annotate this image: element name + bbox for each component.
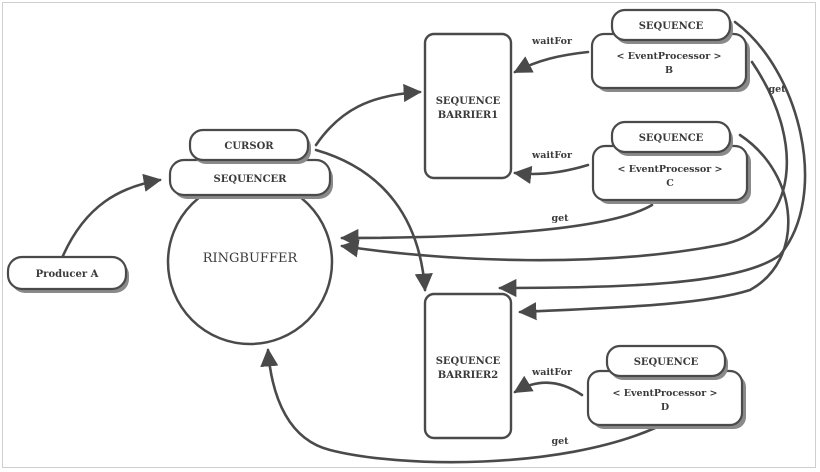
get-b-label: get [768, 84, 786, 95]
event-processor-b-node: < EventProcessor > B [590, 32, 750, 92]
producer-to-sequencer-arrow [60, 173, 162, 260]
get-c-label: get [551, 213, 569, 224]
b-get-ringbuffer-arrow [340, 60, 789, 262]
waitfor-b-label: waitFor [531, 36, 573, 47]
sequencer-node: SEQUENCER [168, 158, 333, 199]
producer-a-node: Producer A [6, 255, 129, 293]
cursor-to-barrier2-arrow [314, 148, 433, 292]
barrier1-line2: BARRIER1 [438, 110, 498, 121]
barrier2-line2: BARRIER2 [438, 370, 498, 381]
c-waitfor-barrier1-arrow [513, 163, 590, 184]
sequence-d-label: SEQUENCE [634, 357, 699, 368]
sequencer-label: SEQUENCER [214, 174, 288, 185]
c-get-ringbuffer-arrow [340, 203, 654, 248]
producer-label: Producer A [36, 269, 99, 280]
c-get-barrier2-arrow [518, 133, 790, 321]
event-processor-d-node: < EventProcessor > D [586, 369, 746, 429]
sequence-c-label: SEQUENCE [639, 133, 704, 144]
waitfor-d-label: waitFor [531, 367, 573, 378]
d-get-ringbuffer-arrow [260, 348, 657, 464]
get-d-label: get [551, 436, 569, 447]
sequence-c-node: SEQUENCE [610, 120, 733, 156]
sequence-d-node: SEQUENCE [605, 344, 728, 380]
sequence-barrier2-node: SEQUENCE BARRIER2 [423, 292, 513, 440]
ringbuffer-label: RINGBUFFER [203, 251, 299, 266]
waitfor-c-label: waitFor [531, 150, 573, 161]
barrier1-line1: SEQUENCE [436, 96, 501, 107]
ringbuffer-node: RINGBUFFER [166, 178, 334, 346]
cursor-node: CURSOR [188, 128, 311, 164]
sequence-b-node: SEQUENCE [610, 8, 733, 44]
sequence-b-label: SEQUENCE [639, 21, 704, 32]
processor-c-name: < EventProcessor > [618, 164, 723, 175]
processor-b-name: < EventProcessor > [617, 51, 722, 62]
barrier2-line1: SEQUENCE [436, 356, 501, 367]
processor-c-id: C [666, 178, 674, 189]
processor-d-id: D [661, 402, 669, 413]
cursor-to-barrier1-arrow [314, 83, 422, 147]
cursor-label: CURSOR [224, 141, 274, 152]
sequence-barrier1-node: SEQUENCE BARRIER1 [423, 32, 513, 180]
event-processor-c-node: < EventProcessor > C [591, 144, 751, 204]
processor-d-name: < EventProcessor > [613, 388, 718, 399]
b-get-barrier2-arrow [498, 20, 807, 298]
b-waitfor-barrier1-arrow [513, 50, 590, 74]
d-waitfor-barrier2-arrow [513, 375, 584, 397]
processor-b-id: B [665, 65, 673, 76]
